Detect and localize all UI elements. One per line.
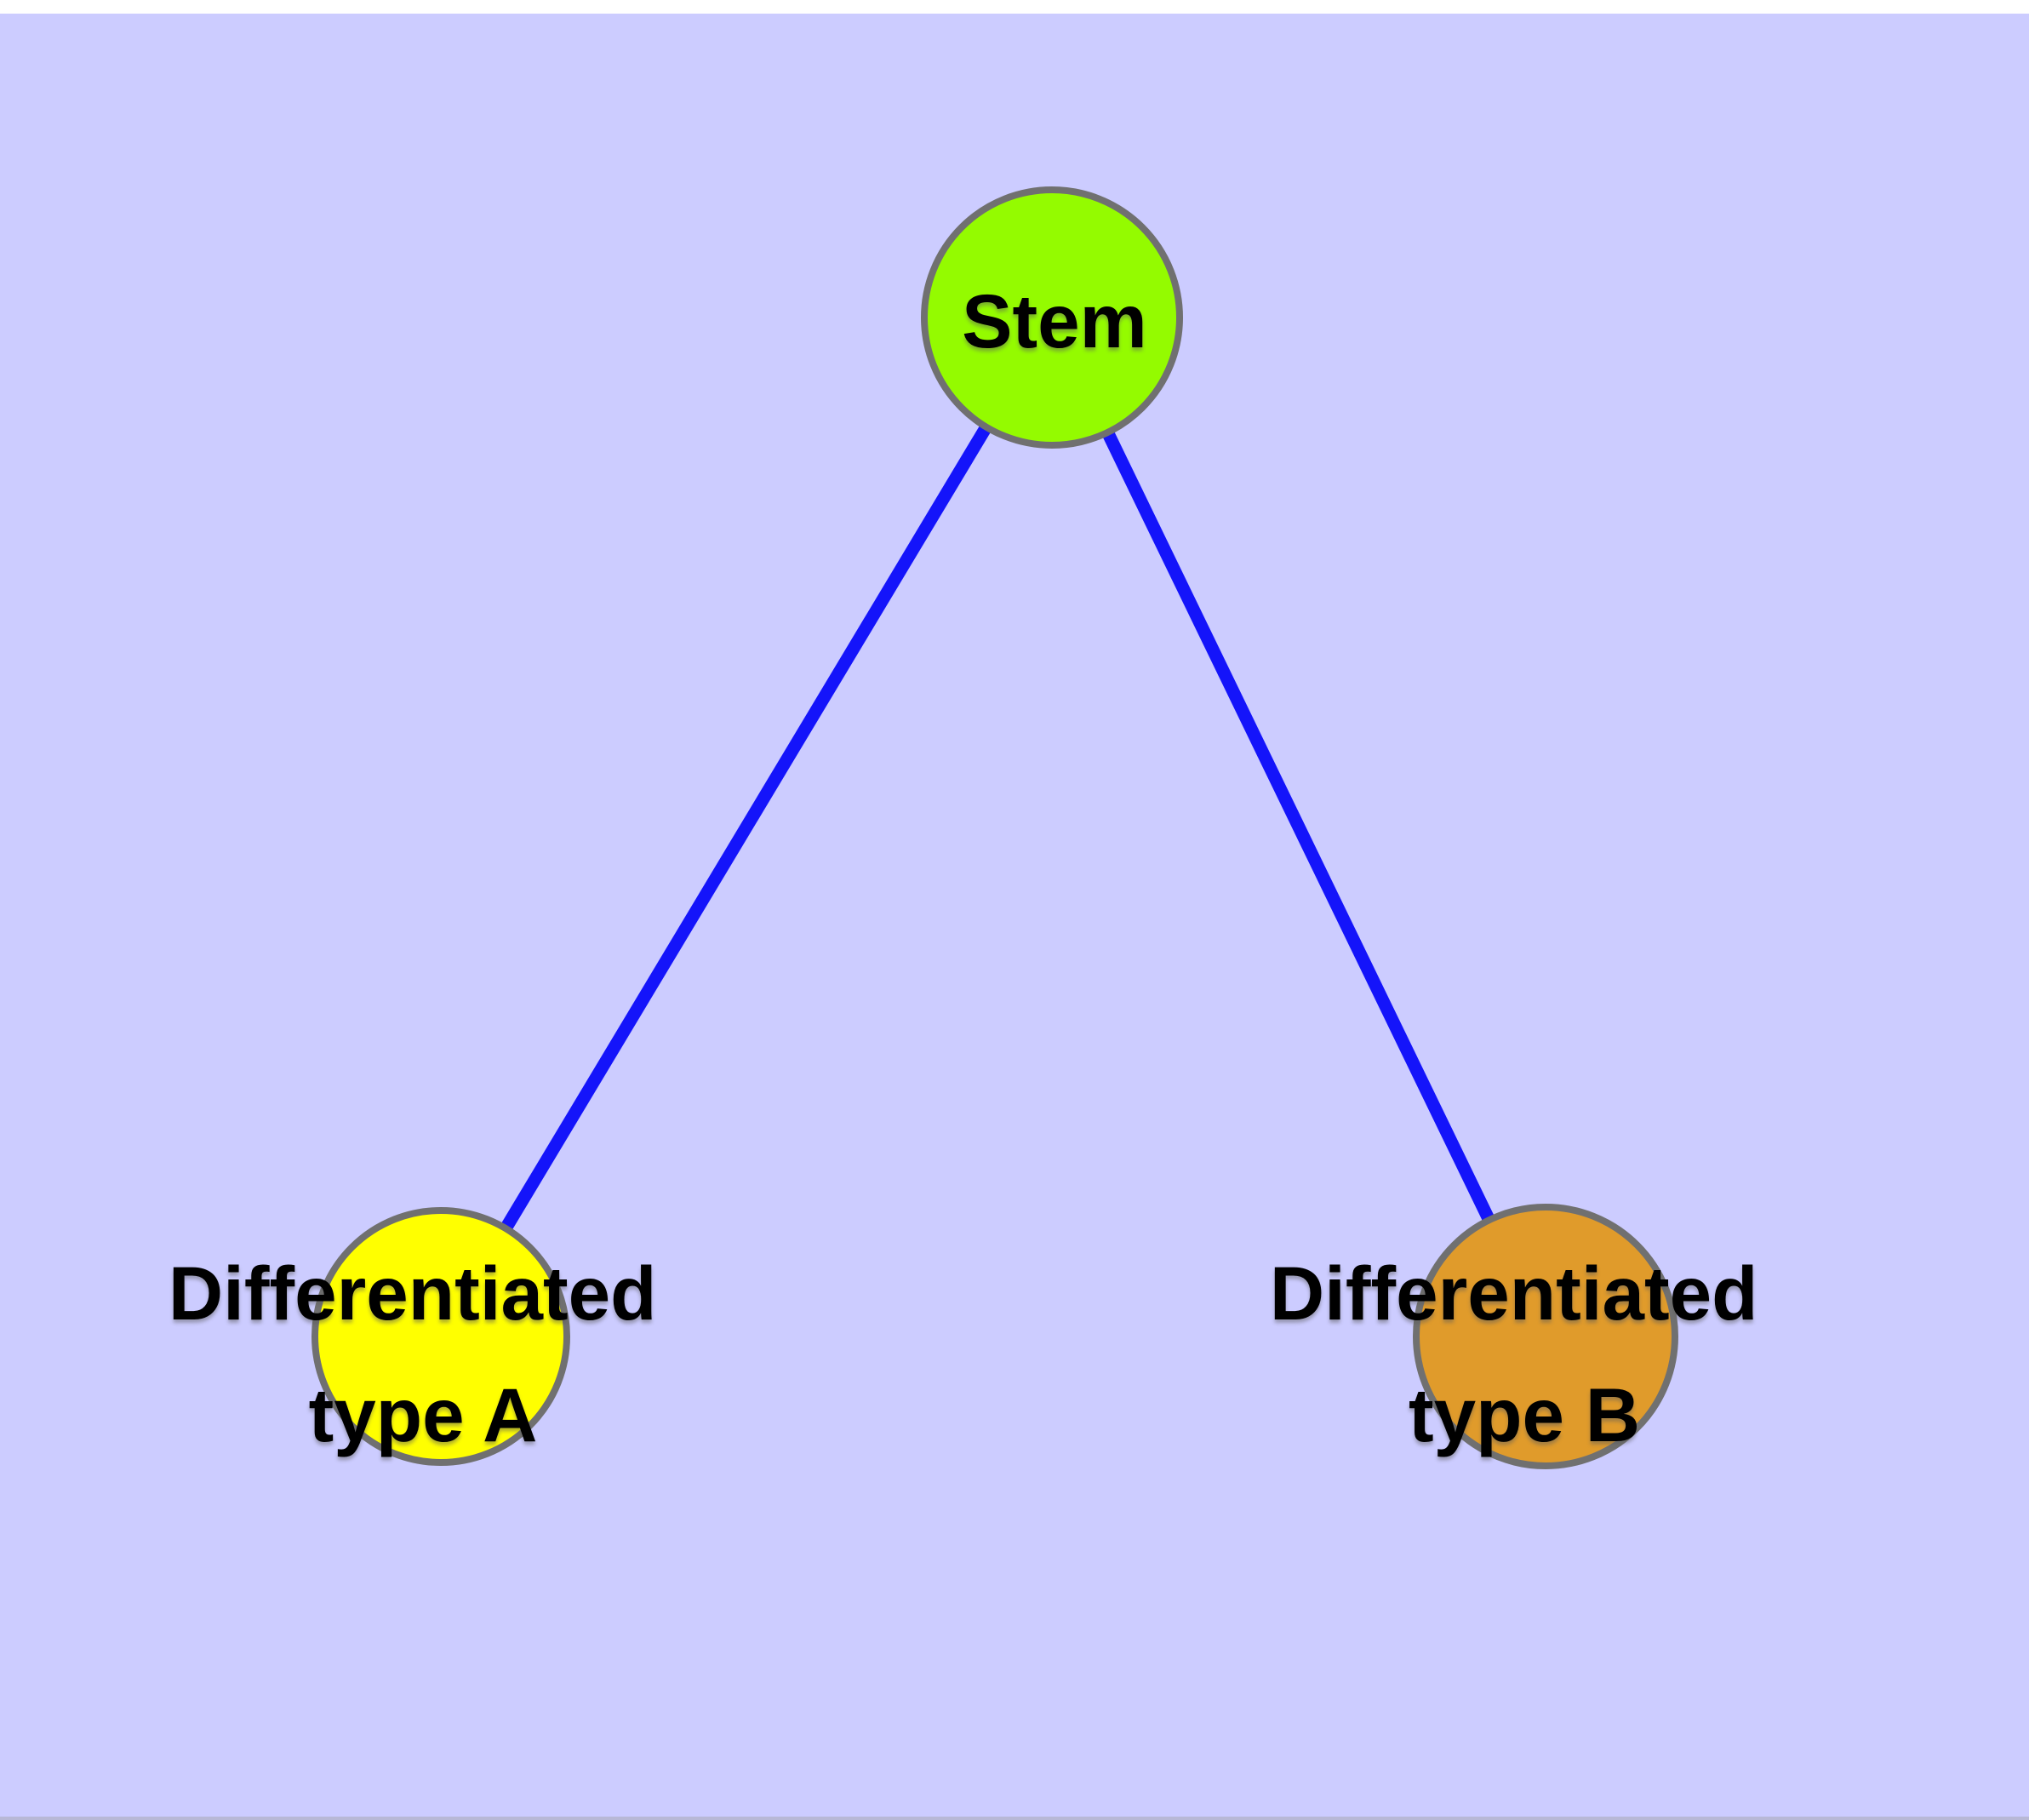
type-b-node <box>1413 1204 1678 1469</box>
stem-node <box>921 186 1183 449</box>
stem-node-label: Stem <box>962 278 1147 363</box>
type-a-label-line1: Differentiated <box>169 1251 657 1336</box>
type-b-label-line2: type B <box>1409 1372 1640 1457</box>
type-b-node-label: Differentiated type B <box>1270 1251 1779 1457</box>
edge-stem-to-type-a <box>435 314 1058 1340</box>
type-a-label-line2: type A <box>309 1372 538 1457</box>
type-b-label-line1: Differentiated <box>1270 1251 1758 1336</box>
edge-stem-to-type-b <box>1046 314 1552 1340</box>
type-a-node-label: Differentiated type A <box>169 1251 677 1457</box>
top-margin-strip <box>0 0 2029 14</box>
type-a-node <box>311 1207 570 1466</box>
bottom-edge-line <box>0 1817 2029 1820</box>
